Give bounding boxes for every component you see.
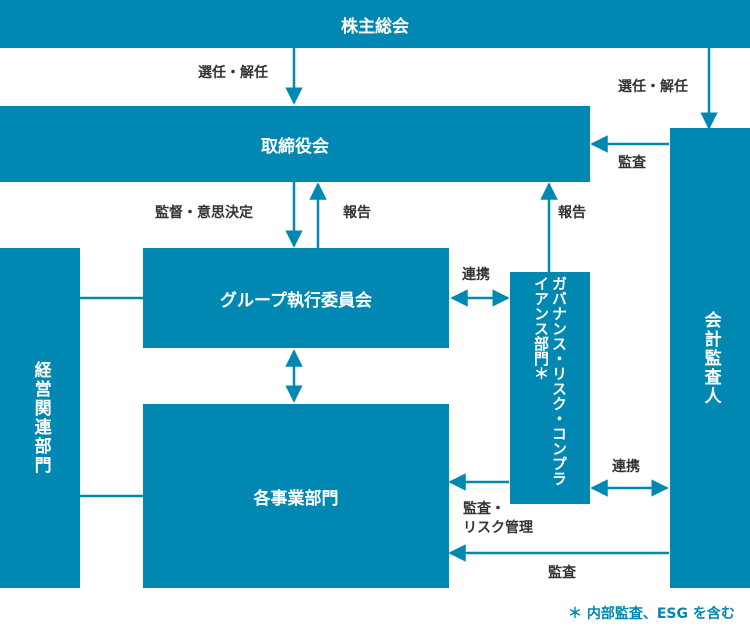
business-units-label: 各事業部門	[253, 488, 339, 509]
label-report-governance: 報告	[558, 205, 586, 221]
business-units-box: 各事業部門	[143, 404, 449, 588]
label-report-exec: 報告	[343, 205, 371, 221]
group-executive-committee-box: グループ執行委員会	[143, 248, 449, 348]
label-liaison-governance-auditor: 連携	[612, 459, 640, 475]
label-appoint-dismiss-board: 選任・解任	[198, 65, 268, 81]
governance-dept-box: ガバナンス・リスク・コンプライアンス部門＊	[510, 272, 590, 504]
board-of-directors-label: 取締役会	[261, 136, 329, 157]
label-audit-risk-management: 監査・ リスク管理	[463, 501, 533, 536]
footnote: ＊ 内部監査、ESG を含む	[568, 606, 735, 622]
accounting-auditor-label: 会計監査人	[700, 310, 721, 406]
group-executive-committee-label: グループ執行委員会	[220, 290, 372, 311]
label-supervise-decide: 監督・意思決定	[155, 205, 253, 221]
label-appoint-dismiss-auditor: 選任・解任	[618, 79, 688, 95]
shareholders-meeting-label: 株主総会	[341, 16, 409, 37]
board-of-directors-box: 取締役会	[0, 106, 590, 182]
management-dept-box: 経営関連部門	[0, 248, 80, 588]
label-audit-business: 監査	[548, 565, 576, 581]
management-dept-label: 経営関連部門	[30, 361, 51, 475]
shareholders-meeting-box: 株主総会	[0, 0, 750, 48]
label-audit-board: 監査	[618, 155, 646, 171]
label-liaison-exec-governance: 連携	[462, 267, 490, 283]
accounting-auditor-box: 会計監査人	[670, 128, 750, 588]
governance-dept-label: ガバナンス・リスク・コンプライアンス部門＊	[532, 276, 568, 486]
